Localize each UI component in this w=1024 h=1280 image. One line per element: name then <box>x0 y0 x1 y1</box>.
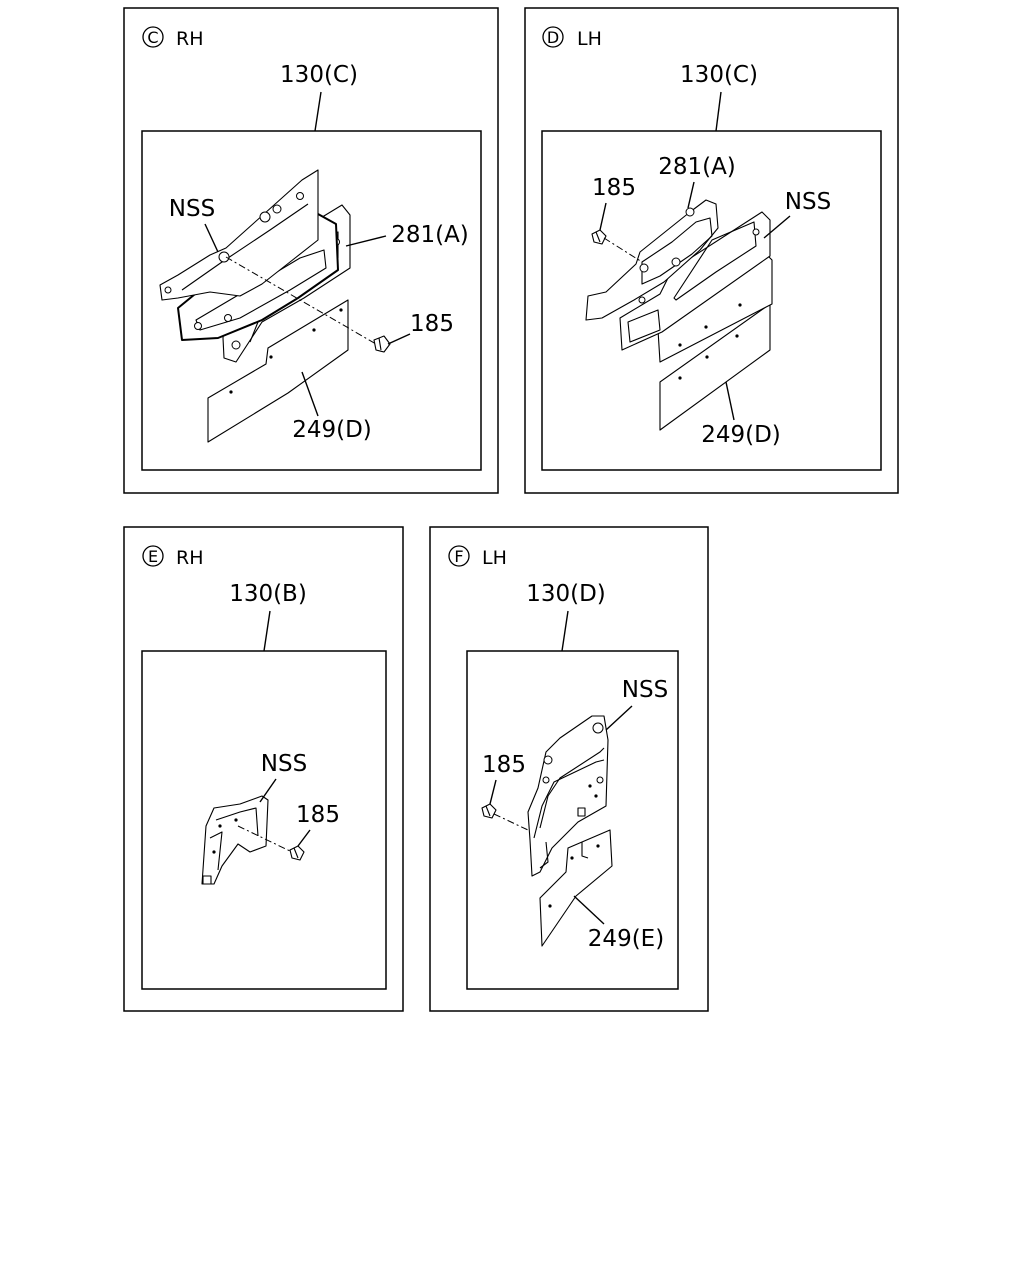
panel-f-assembly-leader <box>561 610 569 652</box>
panel-d-cover-plate <box>659 303 771 431</box>
panel-f-screw-leader <box>489 779 497 805</box>
panel-d-callout-marker: D <box>542 26 564 48</box>
panel-f-cover-leader <box>573 895 605 925</box>
panel-f-screw-axis <box>493 813 529 831</box>
panel-e-screw-label: 185 <box>296 802 340 828</box>
panel-c-screw <box>373 335 391 353</box>
panel-d-assembly-leader <box>715 91 722 132</box>
panel-f-nss-leader <box>605 705 633 731</box>
panel-f-callout-marker: F <box>448 545 470 567</box>
panel-c-callout-letter: C <box>147 28 158 47</box>
panel-c-bracket-label: 281(A) <box>391 222 469 248</box>
panel-d-inner-frame <box>541 130 882 471</box>
panel-e-screw <box>289 845 305 861</box>
panel-e-assembly-number: 130(B) <box>229 581 307 607</box>
panel-d-frame <box>524 7 899 494</box>
panel-d-bracket-label: 281(A) <box>658 154 736 180</box>
panel-c-assembly-leader <box>314 91 322 132</box>
panel-f-cover-plate <box>539 829 613 947</box>
panel-c-screw-axis <box>225 256 377 345</box>
panel-e-side-label: RH <box>176 547 204 569</box>
panel-d-cover-label: 249(D) <box>701 422 781 448</box>
panel-c-cover-label: 249(D) <box>292 417 372 443</box>
panel-f-screw-label: 185 <box>482 752 526 778</box>
panel-c-nss-label: NSS <box>169 196 215 222</box>
panel-c-bracket-leader <box>345 235 387 247</box>
panel-c-cover-plate <box>207 299 349 443</box>
panel-d-bracket-leader <box>687 181 695 209</box>
panel-e-inner-frame <box>141 650 387 990</box>
panel-c-callout-marker: C <box>142 26 164 48</box>
panel-d-nss-label: NSS <box>785 189 831 215</box>
panel-e-assembly-leader <box>263 610 271 652</box>
panel-f-inner-frame <box>466 650 679 990</box>
panel-e: E RH 130(B) NSS 185 <box>123 526 404 1012</box>
panel-e-callout-letter: E <box>148 547 158 566</box>
panel-e-callout-marker: E <box>142 545 164 567</box>
panel-d: D LH 130(C) 185 281(A) NSS <box>524 7 899 494</box>
panel-d-side-label: LH <box>577 28 602 50</box>
panel-d-nss-gasket <box>619 211 771 351</box>
panel-d-bracket <box>585 199 719 321</box>
panel-e-screw-leader <box>297 829 311 847</box>
panel-f-nss-label: NSS <box>622 677 668 703</box>
panel-c-side-label: RH <box>176 28 204 50</box>
panel-c: C RH 130(C) NSS 281(A) <box>123 7 499 494</box>
panel-d-assembly-number: 130(C) <box>680 62 758 88</box>
panel-c-cover-leader <box>301 371 319 417</box>
panel-d-cover-leader <box>725 381 735 421</box>
panel-d-screw-leader <box>599 202 607 231</box>
panel-f-side-label: LH <box>482 547 507 569</box>
panel-d-screw <box>591 229 607 245</box>
panel-f: F LH 130(D) NSS 185 249(E) <box>429 526 709 1012</box>
panel-c-nss-plate <box>159 169 319 301</box>
panel-e-nss-bracket <box>201 795 269 885</box>
panel-c-screw-leader <box>387 333 411 345</box>
panel-f-frame <box>429 526 709 1012</box>
panel-f-screw <box>481 803 497 819</box>
panel-f-cover-label: 249(E) <box>588 926 664 952</box>
panel-d-screw-label: 185 <box>592 175 636 201</box>
panel-d-callout-letter: D <box>547 28 559 47</box>
panel-c-assembly-number: 130(C) <box>280 62 358 88</box>
panel-c-inner-frame <box>141 130 482 471</box>
panel-d-screw-axis <box>603 237 643 263</box>
panel-e-nss-label: NSS <box>261 751 307 777</box>
panel-c-frame <box>123 7 499 494</box>
panel-c-nss-leader <box>204 223 219 253</box>
panel-d-nss-leader <box>763 215 791 239</box>
panel-e-frame <box>123 526 404 1012</box>
panel-f-callout-letter: F <box>454 547 463 566</box>
panel-f-assembly-number: 130(D) <box>526 581 606 607</box>
panel-e-screw-axis <box>237 825 293 853</box>
panel-c-screw-label: 185 <box>410 311 454 337</box>
panel-e-nss-leader <box>259 778 277 803</box>
